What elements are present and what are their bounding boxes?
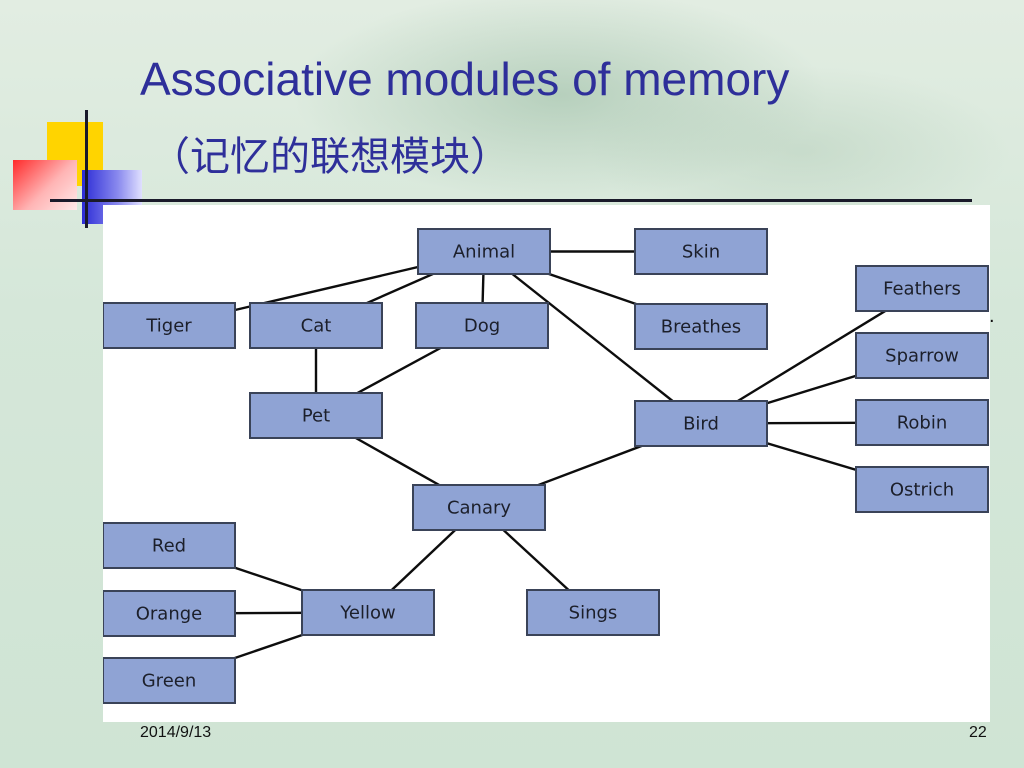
node-box-ostrich [855,466,989,513]
node-feathers: Feathers [855,265,989,312]
node-ostrich: Ostrich [855,466,989,513]
node-label-cat: Cat [301,316,332,337]
node-cat: Cat [249,302,383,349]
stray-mark: . [989,305,995,327]
node-pet: Pet [249,392,383,439]
node-box-cat [249,302,383,349]
node-box-yellow [301,589,435,636]
node-sings: Sings [526,589,660,636]
node-skin: Skin [634,228,768,275]
node-orange: Orange [103,590,236,637]
node-label-green: Green [142,671,197,692]
node-bird: Bird [634,400,768,447]
node-box-green [103,657,236,704]
node-box-dog [415,302,549,349]
node-box-red [103,522,236,569]
node-label-yellow: Yellow [339,603,395,624]
decor-vertical-line [85,110,88,228]
node-label-bird: Bird [683,414,719,435]
node-box-robin [855,399,989,446]
decor-red-square [13,160,77,210]
node-canary: Canary [412,484,546,531]
slide-title: Associative modules of memory [140,53,790,105]
node-label-skin: Skin [682,242,720,263]
node-robin: Robin [855,399,989,446]
node-box-bird [634,400,768,447]
node-animal: Animal [417,228,551,275]
node-label-tiger: Tiger [145,316,192,337]
node-box-sings [526,589,660,636]
node-label-orange: Orange [136,604,203,625]
node-label-canary: Canary [447,498,511,519]
slide-subtitle: （记忆的联想模块） [150,134,510,180]
node-box-sparrow [855,332,989,379]
node-dog: Dog [415,302,549,349]
node-label-breathes: Breathes [661,317,741,338]
node-label-red: Red [152,536,186,557]
node-label-ostrich: Ostrich [890,480,954,501]
node-box-feathers [855,265,989,312]
node-box-skin [634,228,768,275]
node-label-animal: Animal [453,242,515,263]
slide-page-number: 22 [969,724,987,741]
title-divider-line [50,199,972,202]
node-yellow: Yellow [301,589,435,636]
node-red: Red [103,522,236,569]
node-sparrow: Sparrow [855,332,989,379]
node-breathes: Breathes [634,303,768,350]
node-label-robin: Robin [897,413,948,434]
node-label-dog: Dog [464,316,500,337]
node-tiger: Tiger [103,302,236,349]
edge-animal-bird [483,250,702,425]
slide-date: 2014/9/13 [140,724,212,741]
node-box-tiger [103,302,236,349]
node-label-pet: Pet [302,406,330,427]
node-box-animal [417,228,551,275]
node-box-breathes [634,303,768,350]
node-green: Green [103,657,236,704]
node-label-sparrow: Sparrow [885,346,959,367]
node-label-feathers: Feathers [883,279,961,300]
node-label-sings: Sings [569,603,618,624]
node-box-pet [249,392,383,439]
node-box-canary [412,484,546,531]
node-box-orange [103,590,236,637]
